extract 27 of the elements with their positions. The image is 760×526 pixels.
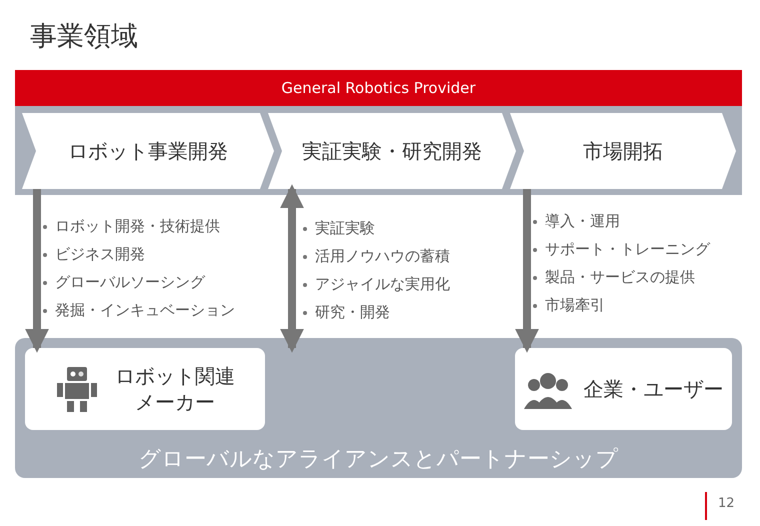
box-text: ロボット関連メーカー <box>114 363 236 415</box>
bullet-item: 発掘・インキュベーション <box>55 301 235 320</box>
partnership-band <box>15 338 742 478</box>
chevron-shape: ロボット事業開発 <box>22 113 274 189</box>
arrow <box>280 184 304 353</box>
arrow <box>25 189 49 353</box>
title: 事業領域 <box>30 20 138 54</box>
entity-box <box>25 348 265 430</box>
entity-box <box>515 348 732 430</box>
bullet-item: ロボット開発・技術提供 <box>55 217 220 236</box>
box-text: 企業・ユーザー <box>584 376 724 402</box>
page-number: 12 <box>718 496 735 511</box>
chevron-shape: 市場開拓 <box>510 113 736 189</box>
bullet-item: 市場牽引 <box>545 296 605 315</box>
bullet-item: 導入・運用 <box>545 212 620 231</box>
bullet-item: 活用ノウハウの蓄積 <box>315 247 450 266</box>
chevron-shape: 実証実験・研究開発 <box>268 113 516 189</box>
bullet-item: 実証実験 <box>315 219 375 238</box>
bullet-item: サポート・トレーニング <box>545 240 710 259</box>
bullet-item: アジャイルな実用化 <box>315 275 450 294</box>
arrow <box>515 189 539 353</box>
bullet-item: ビジネス開発 <box>55 245 145 264</box>
bullet-item: 製品・サービスの提供 <box>545 268 695 287</box>
banner: General Robotics Provider <box>15 70 742 106</box>
bullet-item: 研究・開発 <box>315 303 390 322</box>
bullet-item: グローバルソーシング <box>55 273 205 292</box>
band-text: グローバルなアライアンスとパートナーシップ <box>138 446 620 474</box>
